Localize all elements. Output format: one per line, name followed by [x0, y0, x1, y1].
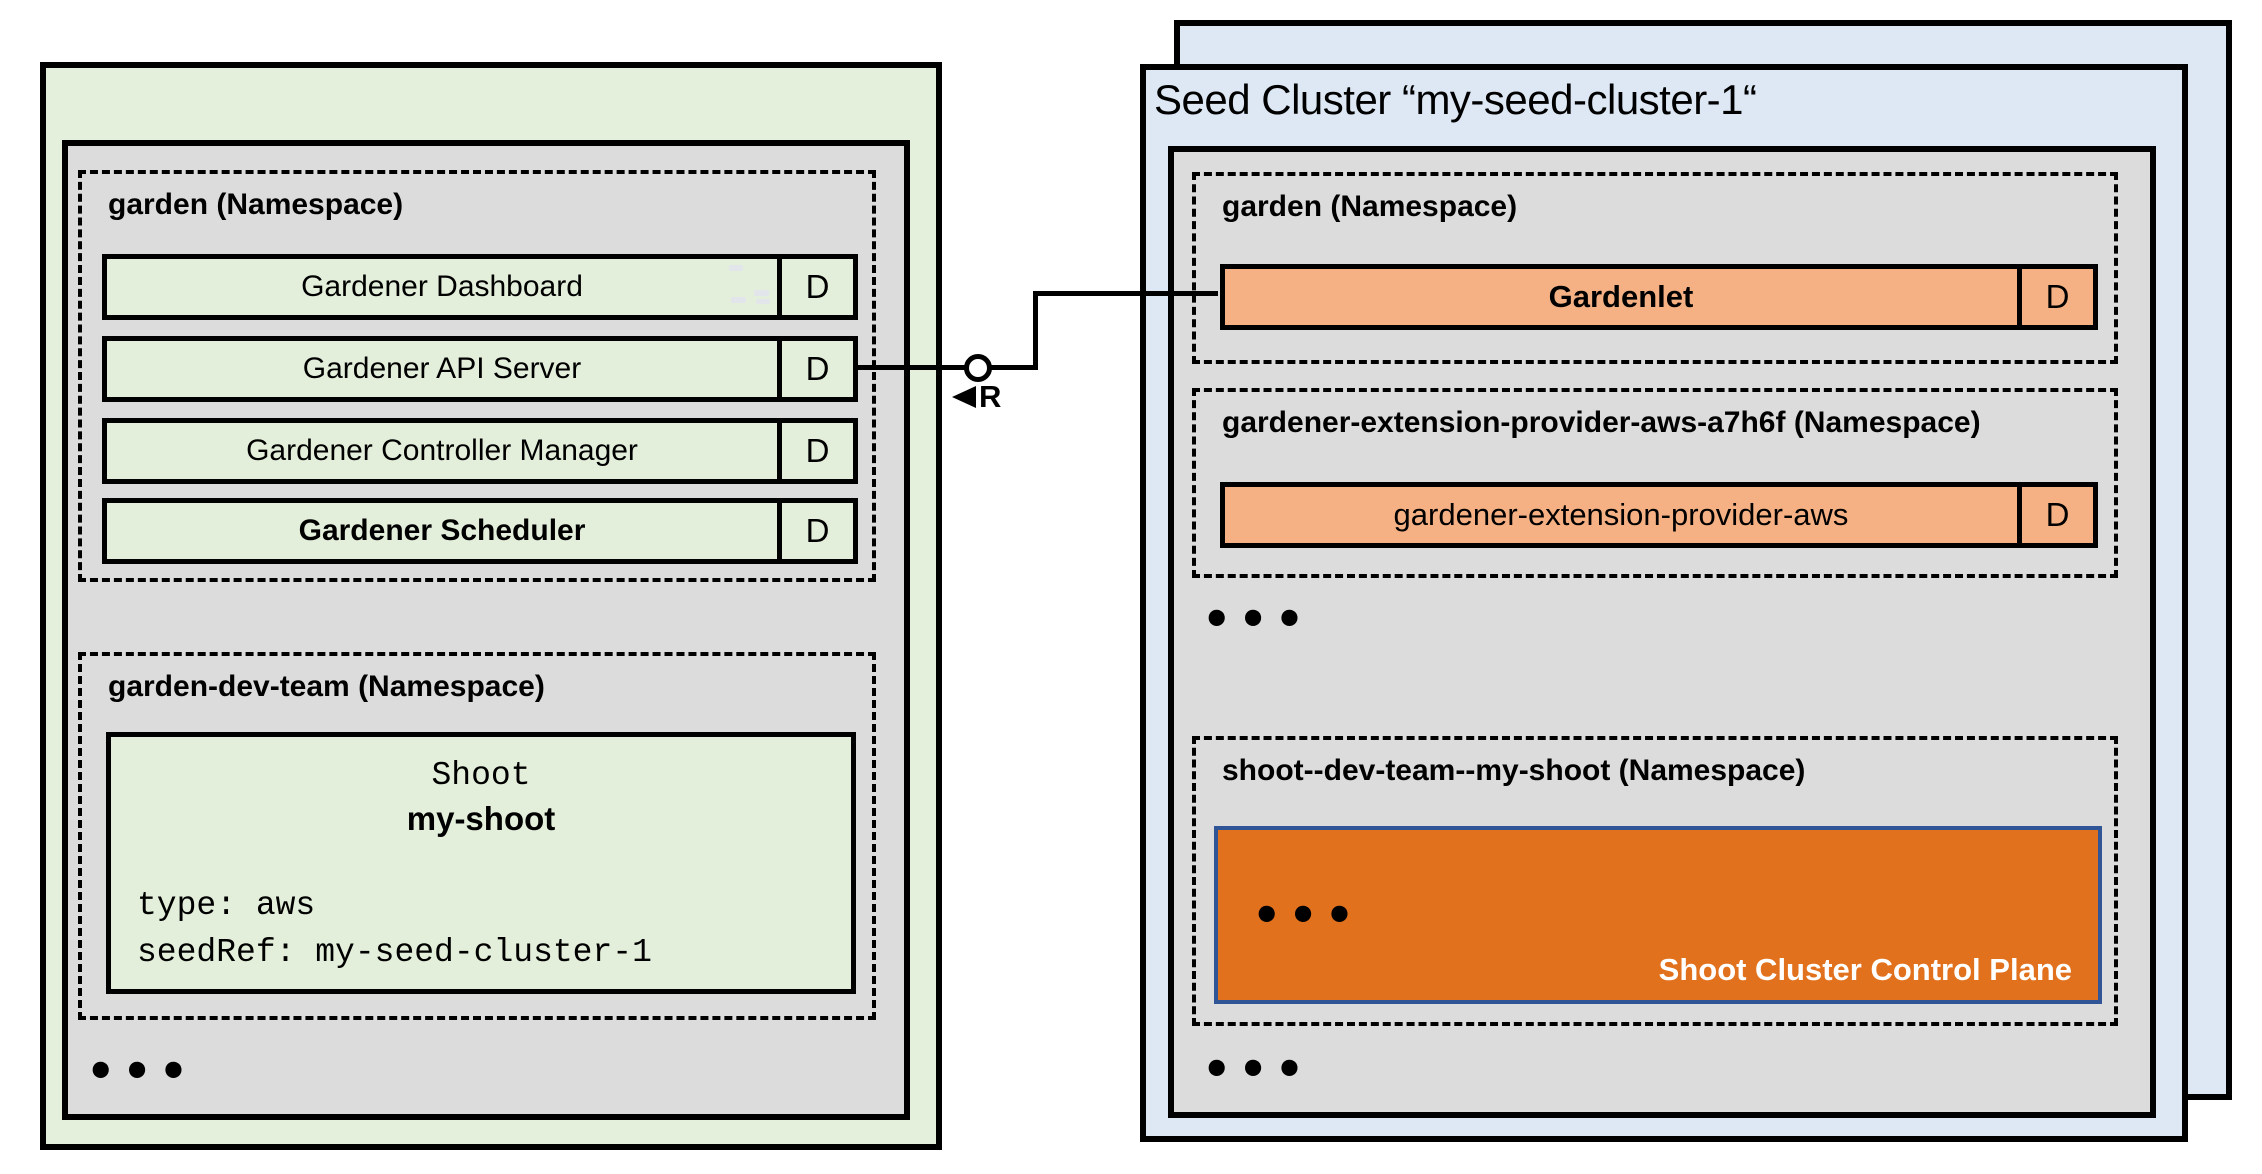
control-plane-ellipsis: •••	[1252, 888, 1362, 942]
gardener-api-server-label: Gardener API Server	[302, 352, 582, 385]
gardenlet-row: Gardenlet D	[1220, 264, 2098, 330]
namespace-garden-left: garden (Namespace) Gardener Dashboard D …	[78, 170, 876, 582]
deployment-badge: D	[2017, 487, 2093, 543]
gardener-controller-manager-row: Gardener Controller Manager D	[102, 418, 858, 484]
deployment-badge: D	[777, 503, 853, 559]
shoot-cluster-control-plane-box: ••• Shoot Cluster Control Plane	[1214, 826, 2102, 1004]
artifact-dash	[756, 299, 770, 304]
artifact-dash	[754, 290, 769, 296]
seed-cluster-title: Seed Cluster “my-seed-cluster-1“	[1154, 76, 1757, 123]
gardenlet-label: Gardenlet	[1548, 279, 1694, 314]
namespace-garden-dev-team-label: garden-dev-team (Namespace)	[108, 670, 545, 703]
seed-cluster-ellipsis-mid: •••	[1202, 592, 1312, 646]
artifact-dash	[729, 265, 743, 271]
gardener-controller-manager-label: Gardener Controller Manager	[246, 434, 638, 467]
connector-line-vertical	[1033, 291, 1038, 370]
namespace-garden-dev-team: garden-dev-team (Namespace) Shoot my-sho…	[78, 652, 876, 1020]
namespace-garden-left-label: garden (Namespace)	[108, 188, 404, 221]
namespace-garden-seed: garden (Namespace) Gardenlet D	[1192, 172, 2118, 364]
namespace-garden-seed-label: garden (Namespace)	[1222, 190, 1518, 223]
connector-line-upper	[1033, 291, 1218, 296]
reconcile-label: R	[979, 379, 1002, 414]
deployment-badge: D	[777, 259, 853, 315]
gardener-dashboard-row: Gardener Dashboard D	[102, 254, 858, 320]
deployment-badge: D	[777, 341, 853, 397]
deployment-badge: D	[2017, 269, 2093, 325]
garden-cluster-ellipsis: •••	[86, 1044, 196, 1098]
namespace-shoot-label: shoot--dev-team--my-shoot (Namespace)	[1222, 754, 1806, 787]
shoot-spec-type: type: aws	[137, 887, 316, 924]
shoot-spec-seedref: seedRef: my-seed-cluster-1	[137, 934, 652, 971]
extension-provider-aws-row: gardener-extension-provider-aws D	[1220, 482, 2098, 548]
namespace-shoot-dev-team-my-shoot: shoot--dev-team--my-shoot (Namespace) ••…	[1192, 736, 2118, 1026]
gardener-scheduler-label: Gardener Scheduler	[298, 514, 586, 547]
control-plane-label: Shoot Cluster Control Plane	[1658, 952, 2072, 987]
shoot-name: my-shoot	[406, 800, 556, 837]
connector-line-lower	[858, 365, 1038, 370]
gardener-scheduler-row: Gardener Scheduler D	[102, 498, 858, 564]
reconcile-arrow-icon	[952, 386, 976, 408]
shoot-resource-card: Shoot my-shoot type: aws seedRef: my-see…	[106, 732, 856, 994]
artifact-dash	[731, 297, 746, 303]
extension-provider-aws-label: gardener-extension-provider-aws	[1393, 497, 1849, 532]
connector-endpoint-circle	[964, 354, 992, 382]
seed-cluster-ellipsis-bottom: •••	[1202, 1042, 1312, 1096]
deployment-badge: D	[777, 423, 853, 479]
gardener-api-server-row: Gardener API Server D	[102, 336, 858, 402]
shoot-kind: Shoot	[431, 757, 531, 794]
namespace-extension-provider-aws: gardener-extension-provider-aws-a7h6f (N…	[1192, 388, 2118, 578]
gardener-dashboard-label: Gardener Dashboard	[301, 270, 583, 303]
namespace-extension-label: gardener-extension-provider-aws-a7h6f (N…	[1222, 406, 1981, 439]
